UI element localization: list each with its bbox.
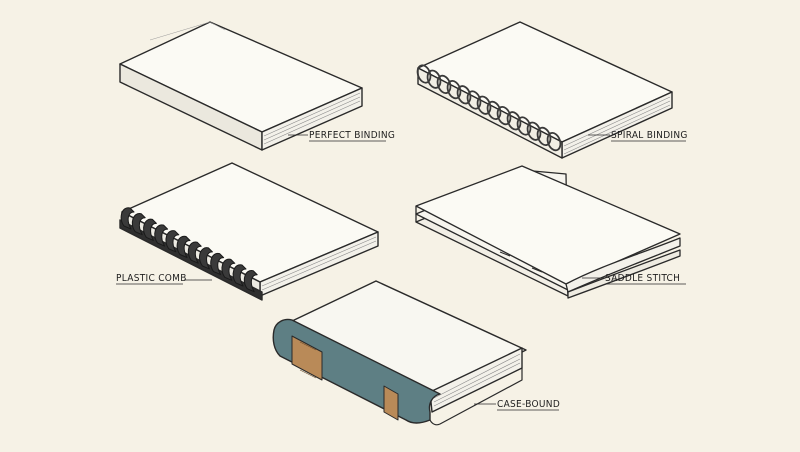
comb-tooth	[176, 235, 191, 258]
comb-teeth	[120, 207, 258, 293]
saddle-stitch-booklet	[415, 165, 681, 299]
case-bound-label: CASE-BOUND	[497, 399, 560, 410]
staple-1	[499, 251, 511, 257]
case-leather-band-2	[383, 385, 399, 421]
saddle-fold-pages	[565, 237, 681, 293]
comb-tooth	[143, 218, 157, 241]
comb-tooth	[243, 270, 258, 293]
comb-tooth	[131, 213, 146, 236]
plastic-comb-callout: PLASTIC COMB	[116, 273, 212, 285]
comb-tooth	[187, 241, 202, 264]
comb-tooth	[120, 207, 135, 230]
comb-tooth	[232, 264, 247, 287]
perfect-binding-callout: PERFECT BINDING	[288, 130, 395, 142]
plastic-comb-book	[119, 162, 379, 301]
comb-tooth	[210, 252, 225, 276]
saddle-stitch-label: SADDLE STITCH	[605, 273, 680, 284]
comb-tooth	[154, 224, 169, 247]
case-bound-book	[272, 280, 527, 426]
case-leather-band-1	[291, 335, 323, 381]
spiral-coils	[416, 64, 562, 152]
perfect-binding-book	[119, 21, 363, 151]
spiral-binding-callout: SPIRAL BINDING	[588, 130, 688, 142]
saddle-fold-pages-2	[567, 249, 681, 299]
spiral-binding-book	[416, 21, 673, 159]
comb-tooth	[165, 230, 180, 253]
perfect-binding-label: PERFECT BINDING	[309, 130, 395, 141]
staple-2	[531, 267, 543, 273]
comb-tooth	[199, 247, 213, 270]
saddle-stitch-callout: SADDLE STITCH	[582, 273, 686, 285]
spiral-binding-label: SPIRAL BINDING	[611, 130, 688, 141]
plastic-comb-label: PLASTIC COMB	[116, 273, 187, 284]
comb-tooth	[221, 258, 236, 281]
saddle-cover	[415, 165, 681, 285]
spiral-coil-ring	[546, 131, 562, 152]
case-bound-callout: CASE-BOUND	[474, 399, 560, 411]
